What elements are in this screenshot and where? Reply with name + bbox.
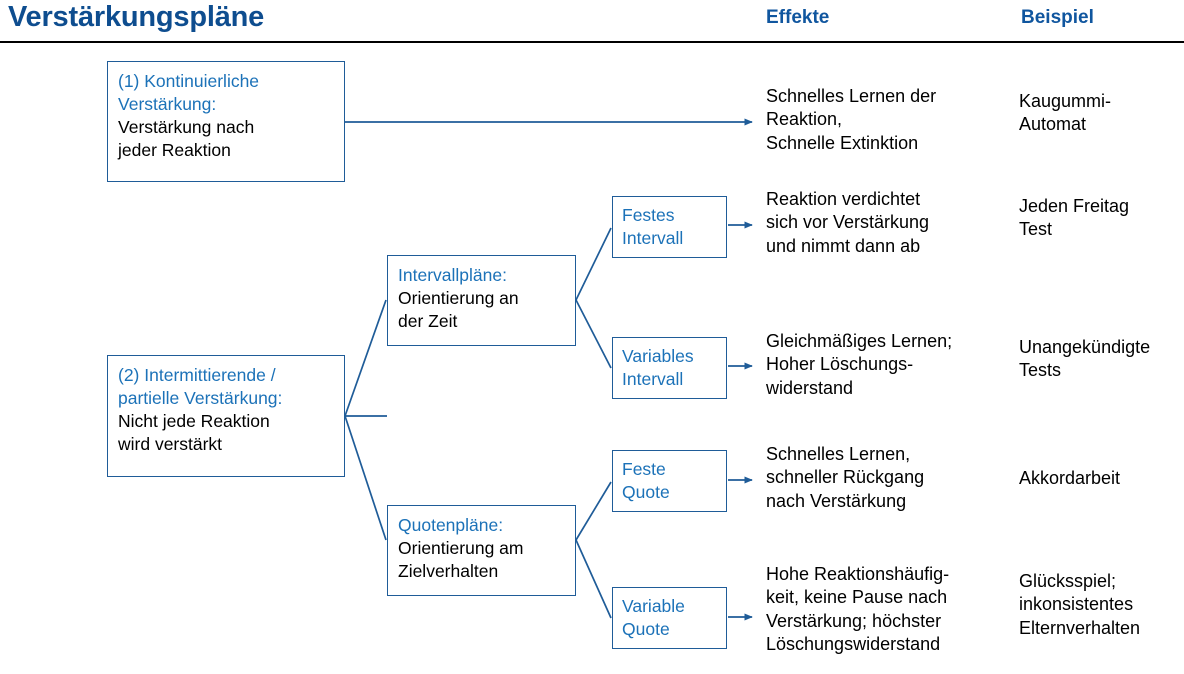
effects-fixed-ratio: Schnelles Lernen, schneller Rückgang nac… [766,444,925,511]
box-fixed-interval-label: Festes Intervall [622,205,684,249]
box-interval-plans-body: Orientierung an der Zeit [398,288,519,332]
box-ratio-plans-body: Orientierung am Zielverhalten [398,538,524,582]
effects-variable-interval: Gleichmäßiges Lernen; Hoher Löschungs- w… [766,331,953,398]
box-intermittent-body: Nicht jede Reaktion wird verstärkt [118,411,270,455]
box-ratio-plans[interactable]: Quotenpläne: Orientierung am Zielverhalt… [387,505,576,596]
box-fixed-ratio[interactable]: Feste Quote [612,450,727,512]
effects-fixed-interval: Reaktion verdichtet sich vor Verstärkung… [766,189,930,256]
box-variable-interval-label: Variables Intervall [622,346,694,390]
column-header-effects: Effekte [766,7,830,28]
box-interval-plans[interactable]: Intervallpläne: Orientierung an der Zeit [387,255,576,346]
box-continuous-reinforcement[interactable]: (1) Kontinuierliche Verstärkung: Verstär… [107,61,345,182]
box-continuous-body: Verstärkung nach jeder Reaktion [118,117,255,161]
example-fixed-ratio: Akkordarbeit [1019,468,1121,488]
example-variable-ratio: Glücksspiel; inkonsistentes Elternverhal… [1019,571,1141,638]
page-title: Verstärkungspläne [8,1,265,33]
box-intermittent-reinforcement[interactable]: (2) Intermittierende / partielle Verstär… [107,355,345,477]
column-header-example: Beispiel [1021,7,1094,28]
box-ratio-plans-heading: Quotenpläne: [398,515,504,535]
box-variable-ratio[interactable]: Variable Quote [612,587,727,649]
example-variable-interval: Unangekündigte Tests [1019,337,1151,381]
box-fixed-interval[interactable]: Festes Intervall [612,196,727,258]
box-intermittent-heading: (2) Intermittierende / partielle Verstär… [118,365,283,409]
effects-variable-ratio: Hohe Reaktionshäufig- keit, keine Pause … [766,564,950,655]
box-variable-ratio-label: Variable Quote [622,596,685,640]
box-variable-interval[interactable]: Variables Intervall [612,337,727,399]
header-divider [0,41,1184,43]
box-continuous-heading: (1) Kontinuierliche Verstärkung: [118,71,260,115]
effects-continuous: Schnelles Lernen der Reaktion, Schnelle … [766,86,937,153]
example-fixed-interval: Jeden Freitag Test [1019,196,1130,240]
example-continuous: Kaugummi- Automat [1019,91,1112,135]
box-fixed-ratio-label: Feste Quote [622,459,670,503]
box-interval-plans-heading: Intervallpläne: [398,265,507,285]
